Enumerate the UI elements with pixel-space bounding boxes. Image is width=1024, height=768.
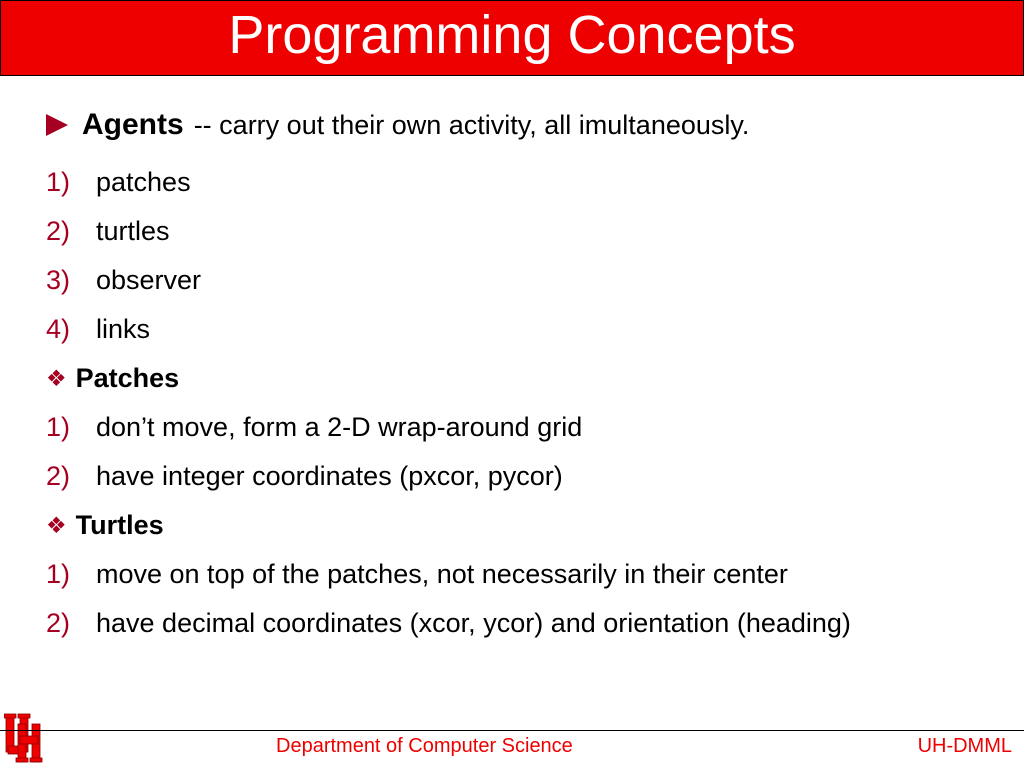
list-text: observer (96, 265, 202, 295)
diamond-bullet-icon: ❖ (46, 512, 67, 538)
list-item: 2) have decimal coordinates (xcor, ycor)… (46, 605, 986, 641)
arrow-right-icon (46, 114, 68, 136)
list-item: 4) links (46, 311, 986, 347)
diamond-bullet-icon: ❖ (46, 365, 67, 391)
list-text: have integer coordinates (pxcor, pycor) (96, 461, 563, 491)
footer-lab: UH-DMML (917, 735, 1012, 757)
list-text: have decimal coordinates (xcor, ycor) an… (96, 608, 851, 638)
list-number: 2) (46, 216, 71, 246)
list-item: 2) have integer coordinates (pxcor, pyco… (46, 458, 986, 494)
agents-description: -- carry out their own activity, all imu… (193, 110, 750, 140)
list-item: 1) move on top of the patches, not neces… (46, 556, 986, 592)
slide-content: Agents -- carry out their own activity, … (46, 108, 986, 654)
agents-heading: Agents (82, 108, 184, 141)
patches-heading: Patches (75, 363, 180, 393)
list-number: 4) (46, 314, 71, 344)
footer: Department of Computer Science UH-DMML (0, 730, 1024, 768)
list-item: 3) observer (46, 262, 986, 298)
list-text: move on top of the patches, not necessar… (96, 559, 788, 589)
slide-title: Programming Concepts (228, 5, 796, 65)
list-text: turtles (96, 216, 170, 246)
list-text: patches (96, 167, 191, 197)
list-item: 1) don’t move, form a 2-D wrap-around gr… (46, 409, 986, 445)
turtles-heading-row: ❖ Turtles (46, 507, 986, 543)
agents-heading-row: Agents -- carry out their own activity, … (46, 108, 986, 164)
list-item: 1) patches (46, 164, 986, 200)
turtles-heading: Turtles (75, 510, 164, 540)
footer-department: Department of Computer Science (276, 735, 573, 757)
list-number: 2) (46, 608, 71, 638)
list-number: 1) (46, 412, 71, 442)
list-number: 3) (46, 265, 71, 295)
list-number: 1) (46, 559, 71, 589)
list-number: 1) (46, 167, 71, 197)
patches-heading-row: ❖ Patches (46, 360, 986, 396)
uh-logo-icon (4, 713, 43, 763)
title-bar: Programming Concepts (0, 0, 1024, 76)
list-text: don’t move, form a 2-D wrap-around grid (96, 412, 583, 442)
list-number: 2) (46, 461, 71, 491)
list-text: links (96, 314, 151, 344)
list-item: 2) turtles (46, 213, 986, 249)
